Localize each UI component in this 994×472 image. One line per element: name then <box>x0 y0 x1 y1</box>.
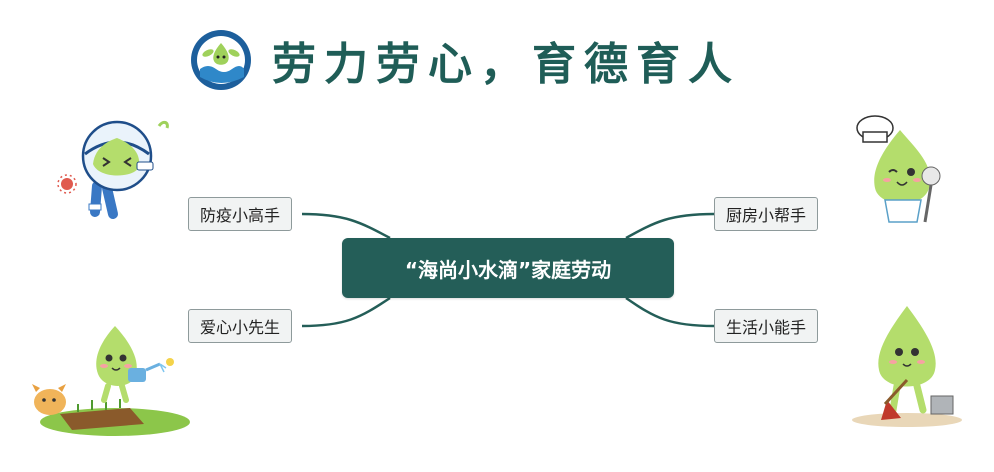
branch-chufang: 厨房小帮手 <box>714 197 819 231</box>
branch-shenghuo: 生活小能手 <box>714 309 819 343</box>
chef-droplet-mascot <box>845 110 955 239</box>
page-title: 劳力劳心，育德育人 <box>272 39 740 90</box>
header: 劳力劳心，育德育人 <box>190 28 740 92</box>
sweeping-droplet-mascot <box>845 300 965 434</box>
gardening-droplet-mascot <box>20 300 190 444</box>
connector-bottom-right <box>625 296 715 328</box>
connector-bottom-left <box>301 296 391 328</box>
branch-fangyi: 防疫小高手 <box>188 197 293 231</box>
center-topic: “海尚小水滴”家庭劳动 <box>342 238 674 298</box>
branch-aixin: 爱心小先生 <box>188 309 293 343</box>
connector-top-left <box>301 212 391 240</box>
connector-top-right <box>625 212 715 240</box>
school-logo-icon <box>190 29 252 91</box>
astronaut-droplet-mascot <box>55 112 175 226</box>
